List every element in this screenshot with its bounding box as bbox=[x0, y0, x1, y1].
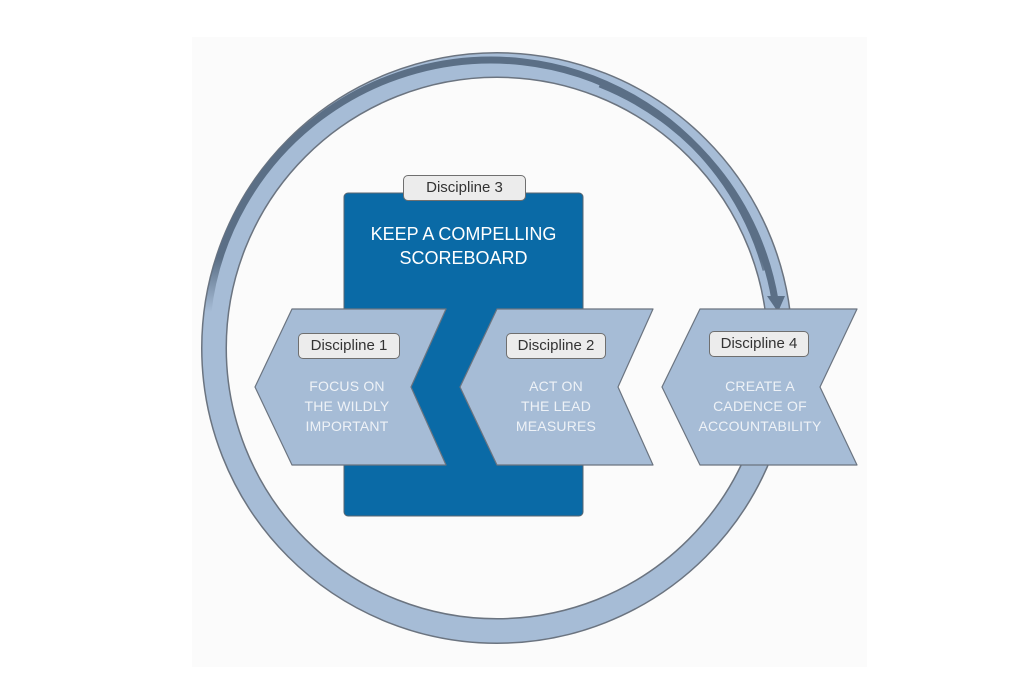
discipline-3-pill: Discipline 3 bbox=[403, 175, 526, 201]
discipline-2-line-2: THE LEAD bbox=[520, 398, 592, 414]
cycle-arrowhead-icon bbox=[767, 296, 785, 312]
discipline-2-pill: Discipline 2 bbox=[506, 333, 606, 359]
discipline-4-line-1: CREATE A bbox=[725, 378, 795, 394]
discipline-1-line-3: IMPORTANT bbox=[305, 418, 389, 434]
discipline-1-line-2: THE WILDLY bbox=[304, 398, 390, 414]
discipline-1-text: FOCUS ON THE WILDLY IMPORTANT bbox=[282, 376, 412, 436]
discipline-4-line-2: CADENCE OF bbox=[713, 398, 807, 414]
discipline-2-line-3: MEASURES bbox=[515, 418, 597, 434]
discipline-2-line-1: ACT ON bbox=[529, 378, 583, 394]
scoreboard-title: KEEP A COMPELLING SCOREBOARD bbox=[344, 222, 583, 270]
discipline-2-text: ACT ON THE LEAD MEASURES bbox=[491, 376, 621, 436]
cycle-arrow-line-right bbox=[598, 80, 779, 301]
discipline-1-line-1: FOCUS ON bbox=[309, 378, 385, 394]
scoreboard-title-line-2: SCOREBOARD bbox=[399, 248, 528, 268]
discipline-1-pill: Discipline 1 bbox=[298, 333, 400, 359]
scoreboard-title-line-1: KEEP A COMPELLING bbox=[370, 224, 557, 244]
discipline-4-text: CREATE A CADENCE OF ACCOUNTABILITY bbox=[680, 376, 840, 436]
discipline-4-pill: Discipline 4 bbox=[709, 331, 809, 357]
discipline-4-line-3: ACCOUNTABILITY bbox=[698, 418, 822, 434]
